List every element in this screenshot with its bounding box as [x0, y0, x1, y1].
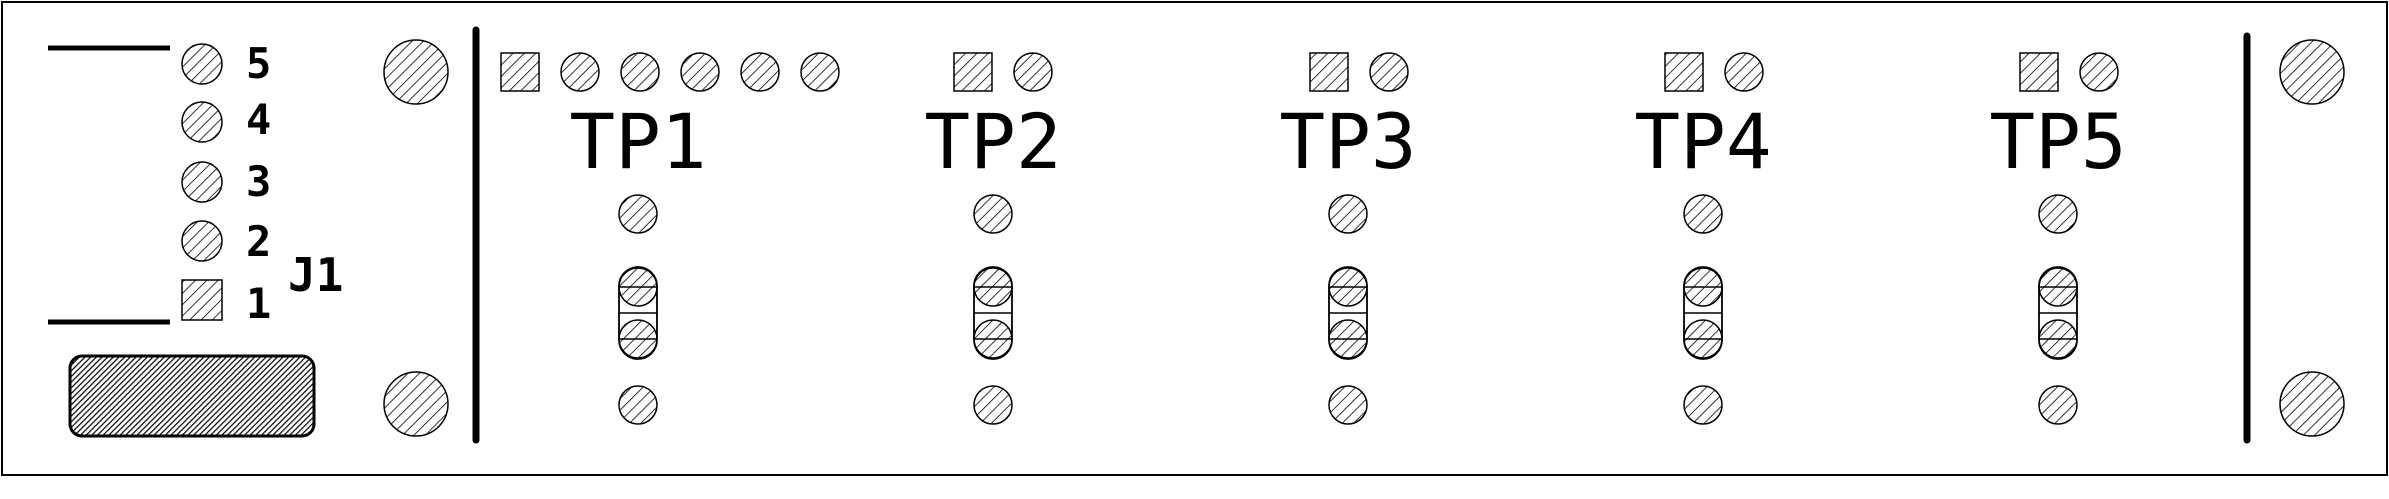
j1-pin-3-label: 3 [246, 157, 271, 206]
tp4-label: TP4 [1634, 97, 1771, 186]
j1-pin-4-label: 4 [246, 95, 271, 144]
tp1-header-pad-1 [500, 52, 540, 92]
tp2-upper-pad [973, 194, 1013, 234]
tp2-header-pad-1 [953, 52, 993, 92]
tp3-label: TP3 [1279, 97, 1416, 186]
tp4-bottom-pad [1683, 385, 1723, 425]
mounting-hole-bottom-right [2279, 371, 2345, 437]
test-point-5: TP5 [1989, 52, 2127, 425]
tp2-header-pad-2 [1013, 52, 1053, 92]
test-point-2: TP2 [924, 52, 1062, 425]
test-point-1: TP1 [500, 52, 840, 425]
tp2-bottom-pad [973, 385, 1013, 425]
j1-pin-5-pad [181, 43, 223, 85]
tp1-header-pad-2 [560, 52, 600, 92]
connector-j1: 5 4 3 2 1 J1 [48, 39, 343, 438]
j1-pin-1-pad [181, 279, 223, 321]
tp1-upper-pad [618, 194, 658, 234]
tp5-header-pad-1 [2019, 52, 2059, 92]
tp1-header-pad-3 [620, 52, 660, 92]
j1-pin-3-pad [181, 161, 223, 203]
j1-pin-2-label: 2 [246, 217, 271, 266]
tp4-header-pad-1 [1664, 52, 1704, 92]
tp4-header-pad-2 [1724, 52, 1764, 92]
tp1-label: TP1 [569, 97, 706, 186]
connector-body-pad [68, 354, 316, 438]
tp5-header-pad-2 [2079, 52, 2119, 92]
tp5-bottom-pad [2038, 385, 2078, 425]
mounting-hole-bottom-left [383, 371, 449, 437]
tp1-bottom-pad [618, 385, 658, 425]
tp5-label: TP5 [1989, 97, 2126, 186]
tp3-header-pad-2 [1369, 52, 1409, 92]
tp3-upper-pad [1328, 194, 1368, 234]
tp3-bottom-pad [1328, 385, 1368, 425]
tp1-header-pad-6 [800, 52, 840, 92]
mounting-hole-top-right [2279, 39, 2345, 105]
tp2-label: TP2 [924, 97, 1061, 186]
tp1-header-pad-5 [740, 52, 780, 92]
tp3-header-pad-1 [1309, 52, 1349, 92]
test-point-3: TP3 [1279, 52, 1417, 425]
j1-pin-4-pad [181, 101, 223, 143]
tp5-upper-pad [2038, 194, 2078, 234]
j1-pin-2-pad [181, 220, 223, 262]
tp1-header-pad-4 [680, 52, 720, 92]
tp4-upper-pad [1683, 194, 1723, 234]
test-point-columns: TP1 TP2 TP3 TP4 TP5 [500, 52, 2127, 425]
mounting-hole-top-left [383, 39, 449, 105]
j1-ref-label: J1 [288, 248, 343, 302]
j1-pin-5-label: 5 [246, 39, 271, 88]
j1-pin-1-label: 1 [246, 279, 271, 328]
test-point-4: TP4 [1634, 52, 1772, 425]
